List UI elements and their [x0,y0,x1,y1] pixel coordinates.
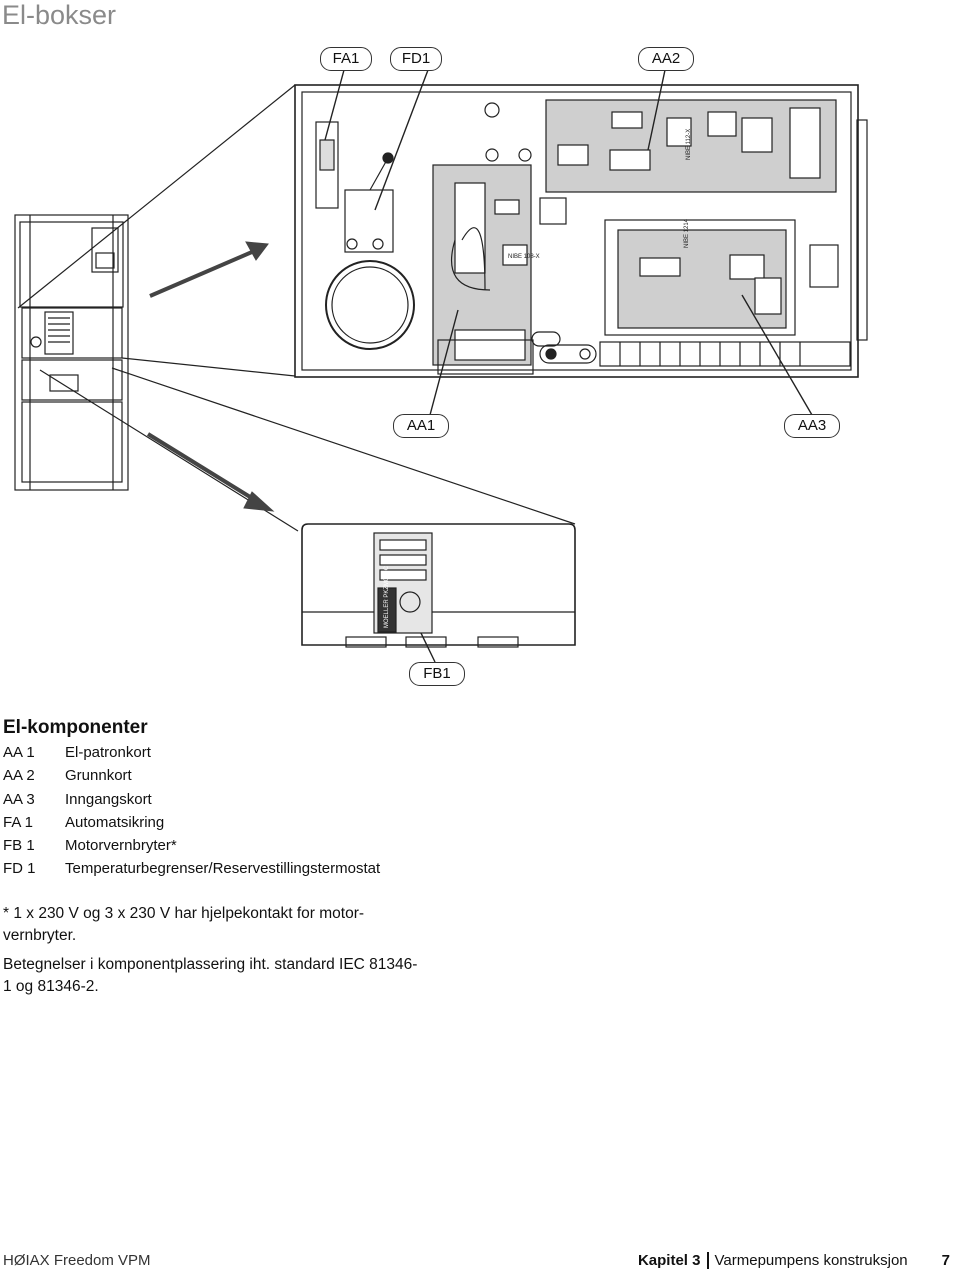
motor-protection-box [301,523,576,648]
legend-row: AA 1 El-patronkort [3,741,380,764]
connector-line [121,357,296,377]
electrical-box-main [294,84,868,378]
callout-fd1: FD1 [390,47,442,71]
legend-code: AA 3 [3,790,35,808]
legend-label: Automatsikring [65,813,165,831]
legend-code: AA 1 [3,744,35,761]
arrows [146,241,275,512]
legend-label: Grunnkort [65,767,132,785]
legend-row: AA 2 Grunnkort [3,764,380,787]
footnote: * 1 x 230 V og 3 x 230 V har hjelpekonta… [3,905,365,944]
callout-aa1: AA1 [393,414,449,438]
footer-chapter-number: Kapitel 3 [637,1252,701,1269]
footer-chapter: Kapitel 3 Varmepumpens konstruksjon 7 [638,1252,950,1269]
heat-pump-unit-drawing [14,214,129,491]
legend-code: FB 1 [3,837,35,855]
page-title: El-bokser [2,0,117,30]
aa3-board-label: NIBE 1214 [684,218,690,248]
callout-fa1: FA1 [320,47,372,71]
legend-row: FA 1 Automatsikring [3,811,380,834]
legend-code: FD 1 [3,860,36,878]
callout-fb1: FB1 [409,662,465,686]
callout-aa2: AA2 [638,47,694,71]
footer-product: HØIAX Freedom VPM [3,1252,151,1269]
footer-chapter-title: Varmepumpens konstruksjon [714,1252,908,1269]
legend-label: El-patronkort [65,744,151,761]
callout-aa3: AA3 [784,414,840,438]
arrow-to-main-box [149,250,253,298]
breaker-label: MOELLER PKZM0-1-C [384,565,390,628]
legend-code: FA 1 [3,813,34,831]
connector-line [111,367,576,525]
legend-title: El-komponenter [3,717,148,738]
legend-row: AA 3 Inngangskort [3,788,380,811]
component-legend: AA 1 El-patronkort AA 2 Grunnkort AA 3 Inng… [3,741,380,881]
legend-code: AA 2 [3,767,35,785]
legend-row: FB 1 Motorvernbryter* [3,834,380,857]
aa2-board-label: NIBE 112-X [686,129,692,160]
el-box-illustration: NIBE 112-X NIBE 108-X NIBE 1214 MOELLER … [14,69,868,663]
legend-label: Inngangskort [65,790,152,808]
legend-label: Temperaturbegrenser/Reservestillingsterm… [65,860,381,878]
legend-row: FD 1 Temperaturbegrenser/Reservestillings… [3,857,380,880]
footer-separator [706,1252,709,1269]
standard-note: Betegnelser i komponentplassering iht. s… [3,956,418,995]
connector-line [17,84,296,309]
legend-label: Motorvernbryter* [65,837,177,855]
arrow-to-motor-box [146,432,257,502]
aa1-board-label: NIBE 108-X [508,254,540,260]
page-number: 7 [941,1252,950,1269]
